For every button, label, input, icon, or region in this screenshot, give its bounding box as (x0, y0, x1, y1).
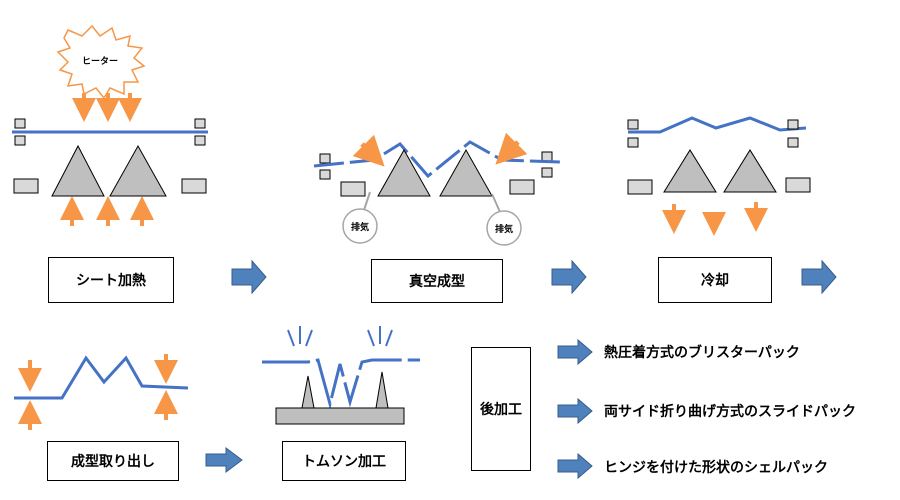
vent-label: 排気 (495, 223, 513, 235)
blister-pack-label: 熱圧着方式のブリスターパック (604, 345, 800, 361)
step-post-label: 後加工 (480, 402, 522, 418)
heater-burst-icon (56, 24, 146, 100)
vent-label: 排気 (351, 221, 369, 233)
flow-arrow (205, 447, 243, 473)
heater-label: ヒーター (82, 55, 118, 67)
flow-arrow (231, 259, 267, 295)
step-cooling-label: 冷却 (701, 273, 729, 289)
step-heating-label: シート加熱 (76, 273, 146, 289)
flow-arrow (801, 259, 837, 295)
flow-arrows-top (231, 259, 837, 295)
mold-side-blocks (627, 177, 811, 195)
mold-triangles (377, 148, 493, 197)
clamp-blocks (14, 118, 206, 146)
step-removal-label: 成型取り出し (71, 454, 155, 470)
formed-sheet (628, 116, 807, 134)
vacuum-stage-illustration: 排気 排気 (313, 132, 561, 246)
branch-arrow (557, 338, 593, 366)
flow-arrow (551, 259, 587, 295)
slide-pack-label: 両サイド折り曲げ方式のスライドパック (604, 404, 856, 420)
vent-circle (342, 208, 378, 244)
shell-pack-label: ヒンジを付けた形状のシェルパック (604, 460, 828, 476)
step-heating-box: シート加熱 (48, 257, 174, 303)
step-post-box: 後加工 (471, 347, 531, 471)
post-process-arrows (557, 338, 593, 480)
step-vacuum-box: 真空成型 (371, 259, 503, 303)
vent-right: 排気 (486, 193, 522, 246)
vent-left: 排気 (342, 191, 378, 244)
step-vacuum-label: 真空成型 (409, 274, 465, 290)
formed-sheet (262, 358, 420, 410)
removal-stage-illustration (14, 354, 189, 430)
step-trimming-box: トムソン加工 (282, 441, 406, 481)
step-trimming-label: トムソン加工 (302, 454, 386, 470)
mold-side-blocks (340, 179, 535, 197)
heat-arrows-bottom (60, 196, 154, 226)
cutting-spark-lines (287, 326, 393, 347)
formed-sheet (313, 140, 561, 179)
cooling-stage-illustration (627, 116, 811, 236)
heat-arrows-top (72, 93, 142, 122)
release-arrows (18, 354, 178, 430)
vent-circle (486, 210, 522, 246)
trimming-stage-illustration (262, 326, 420, 425)
step-cooling-box: 冷却 (658, 257, 772, 303)
mold-side-blocks (13, 178, 207, 194)
branch-arrow (557, 397, 593, 425)
clamp-blocks (319, 151, 553, 180)
formed-sheet (14, 355, 189, 400)
cutting-base (275, 407, 405, 425)
vacuum-pressure-arrows (352, 132, 528, 167)
step-removal-box: 成型取り出し (47, 441, 179, 481)
mold-triangles (51, 144, 167, 197)
cooling-arrows (662, 202, 768, 236)
heating-stage-illustration: ヒーター (12, 24, 208, 226)
mold-triangles (663, 149, 777, 193)
branch-arrow (557, 452, 593, 480)
cutting-blades (301, 371, 389, 409)
clamp-blocks (627, 119, 799, 148)
